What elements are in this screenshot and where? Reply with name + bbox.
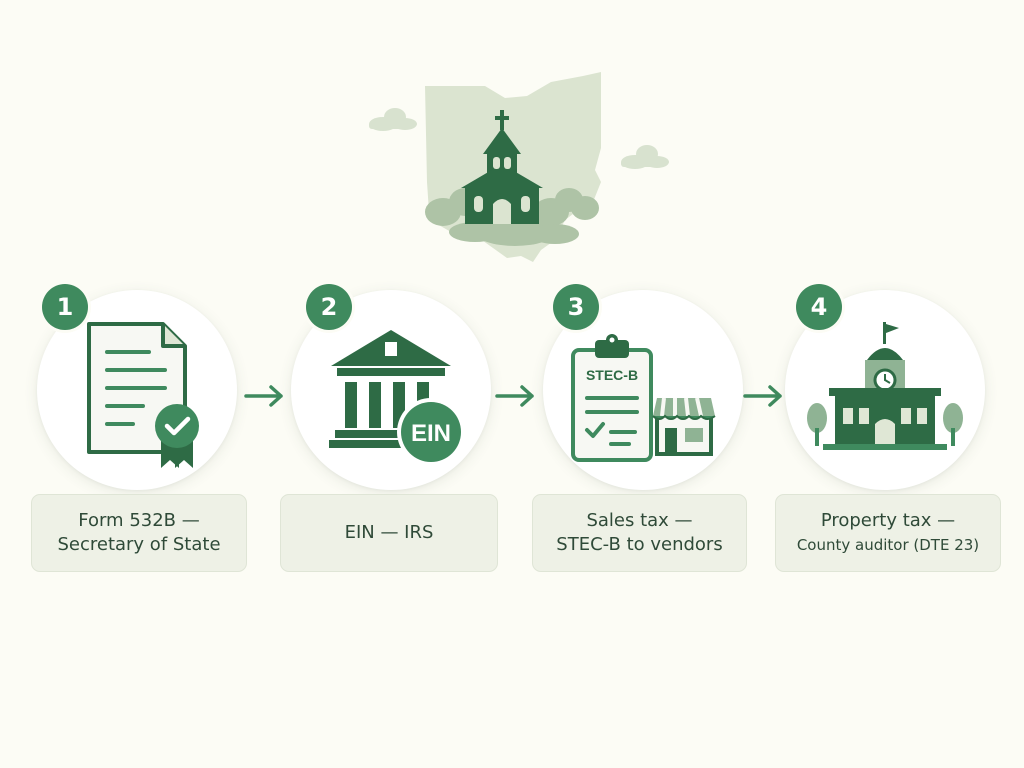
step-3-badge: 3 <box>553 284 599 330</box>
stec-b-icon-text: STEC-B <box>586 367 638 383</box>
tree-icon <box>807 403 827 446</box>
irs-building-icon: EIN <box>329 330 465 466</box>
cloud-icon <box>369 108 417 131</box>
ohio-map-church-icon <box>369 72 669 262</box>
step-2-label-line1: EIN — IRS <box>344 522 434 543</box>
step-2-badge: 2 <box>306 284 352 330</box>
church-icon <box>461 110 543 224</box>
arrow-right-icon <box>244 385 283 407</box>
step-3-label-line2: STEC-B to vendors <box>556 534 723 555</box>
certificate-document-icon <box>87 322 199 468</box>
step-4-badge: 4 <box>796 284 842 330</box>
step-3-label-line1: Sales tax — <box>586 510 693 531</box>
storefront-icon <box>652 397 716 456</box>
step-4-label-line1: Property tax — <box>820 510 956 531</box>
step-4-label: Property tax — County auditor (DTE 23) <box>775 494 1001 572</box>
step-3-label: Sales tax — STEC-B to vendors <box>532 494 747 572</box>
cloud-icon <box>621 145 669 169</box>
step-1-label: Form 532B — Secretary of State <box>31 494 247 572</box>
tree-icon <box>943 403 963 446</box>
step-4-illustration <box>785 290 985 490</box>
arrow-right-icon <box>495 385 534 407</box>
arrow-right-icon <box>743 385 782 407</box>
step-1-illustration <box>37 290 237 490</box>
step-2-label: EIN — IRS <box>280 494 498 572</box>
step-4-label-line2: County auditor (DTE 23) <box>796 536 980 554</box>
step-1-badge: 1 <box>42 284 88 330</box>
ein-icon-text: EIN <box>411 420 451 447</box>
step-1-label-line2: Secretary of State <box>57 534 221 555</box>
clipboard-storefront-icon: STEC-B <box>571 334 716 462</box>
county-courthouse-icon <box>807 322 963 450</box>
step-1-label-line1: Form 532B — <box>78 510 200 531</box>
